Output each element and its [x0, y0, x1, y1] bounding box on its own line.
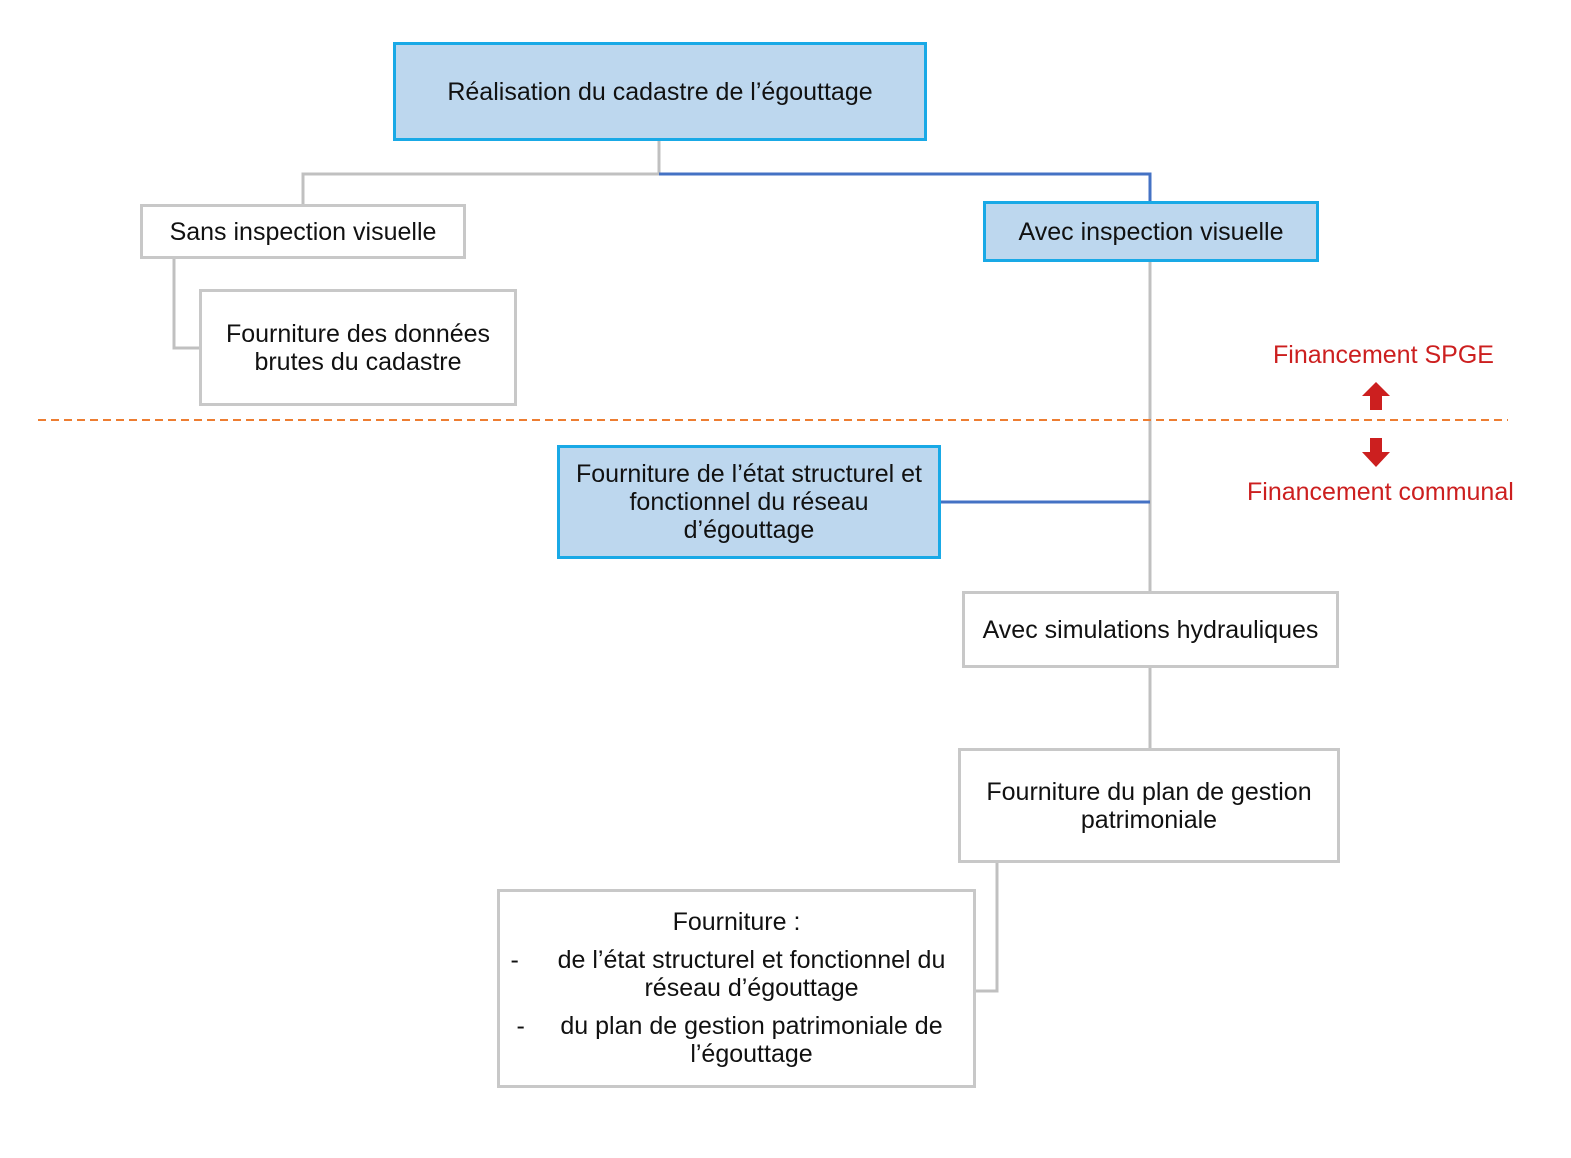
deliverable-item-text: de l’état structurel et fonctionnel du r… — [541, 946, 963, 1002]
node-final-deliverables: Fourniture : - de l’état structurel et f… — [497, 889, 976, 1088]
node-with-visual-inspection-label: Avec inspection visuelle — [1018, 217, 1284, 246]
deliverable-item-line: du plan de gestion patrimoniale de — [560, 1012, 943, 1040]
deliverable-item-text: du plan de gestion patrimoniale de l’égo… — [547, 1012, 957, 1068]
node-hydraulic-simulations-label: Avec simulations hydrauliques — [982, 615, 1319, 644]
node-hydraulic-simulations: Avec simulations hydrauliques — [962, 591, 1339, 668]
node-with-visual-inspection: Avec inspection visuelle — [983, 201, 1319, 262]
connector-asset-plan-to-final — [973, 863, 999, 993]
funding-spge-label: Financement SPGE — [1273, 341, 1494, 369]
node-structural-functional-state-line-2: fonctionnel du réseau — [629, 488, 869, 516]
node-raw-cadastre-data-line-1: Fourniture des données — [225, 319, 491, 348]
connector-root-to-without-inspection — [301, 141, 661, 206]
node-without-visual-inspection: Sans inspection visuelle — [140, 204, 466, 259]
funding-communal-label: Financement communal — [1247, 478, 1514, 506]
node-without-visual-inspection-label: Sans inspection visuelle — [169, 217, 437, 246]
node-asset-management-plan-line-2: patrimoniale — [1080, 805, 1218, 834]
node-cadastre-realisation-label: Réalisation du cadastre de l’égouttage — [447, 77, 873, 106]
connector-without-inspection-to-raw-data — [172, 259, 201, 350]
node-asset-management-plan-line-1: Fourniture du plan de gestion — [986, 777, 1312, 806]
deliverable-item-line: réseau d’égouttage — [644, 974, 859, 1002]
node-cadastre-realisation: Réalisation du cadastre de l’égouttage — [393, 42, 927, 141]
arrow-up-icon — [1362, 382, 1390, 410]
node-structural-functional-state-line-3: d’égouttage — [683, 516, 815, 544]
node-raw-cadastre-data: Fourniture des données brutes du cadastr… — [199, 289, 517, 406]
node-raw-cadastre-data-line-2: brutes du cadastre — [254, 347, 462, 376]
arrow-down-icon — [1362, 438, 1390, 467]
node-asset-management-plan: Fourniture du plan de gestion patrimonia… — [958, 748, 1340, 863]
node-final-deliverables-title: Fourniture : — [672, 908, 801, 936]
deliverable-item-bullet: - — [516, 1012, 525, 1040]
deliverable-item: - du plan de gestion patrimoniale de l’é… — [517, 1012, 957, 1068]
deliverable-item-bullet: - — [510, 946, 519, 974]
node-structural-functional-state: Fourniture de l’état structurel et fonct… — [557, 445, 941, 559]
node-structural-functional-state-line-1: Fourniture de l’état structurel et — [576, 460, 922, 488]
deliverable-item-line: l’égouttage — [690, 1040, 813, 1068]
deliverable-item: - de l’état structurel et fonctionnel du… — [511, 946, 963, 1002]
connector-root-to-with-inspection — [659, 172, 1152, 203]
deliverable-item-line: de l’état structurel et fonctionnel du — [557, 946, 946, 974]
